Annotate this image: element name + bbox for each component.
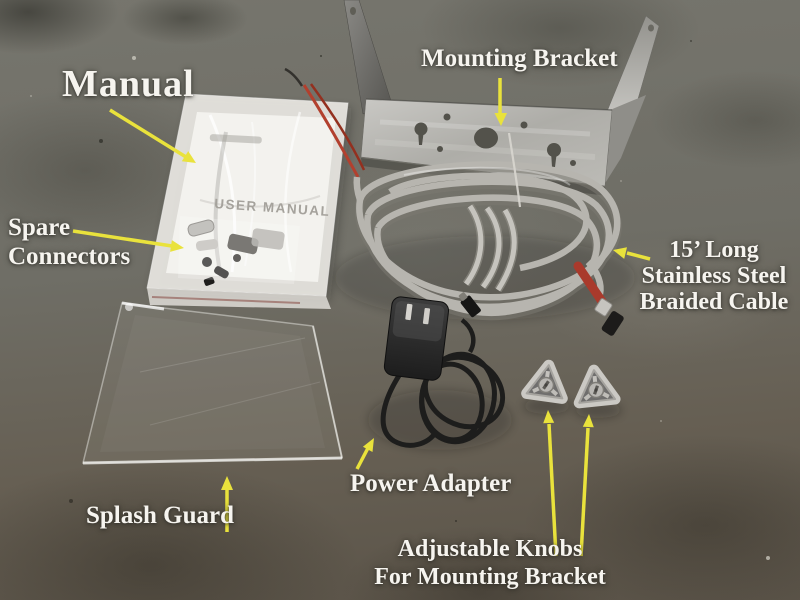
knob-left bbox=[527, 363, 567, 399]
manual-label: Manual bbox=[62, 63, 195, 105]
knob-right bbox=[576, 368, 615, 403]
manual-bag: USER MANUAL bbox=[146, 93, 352, 309]
manual-brand-smudge bbox=[209, 134, 262, 144]
adapter-barrel-plug bbox=[458, 292, 481, 318]
mounting-bracket-arrow bbox=[494, 78, 507, 126]
adapter-prong bbox=[405, 303, 413, 321]
cable-label: 15’ Long Stainless Steel Braided Cable bbox=[632, 237, 796, 315]
adjustable-knobs bbox=[523, 363, 622, 418]
manual-arrow bbox=[109, 108, 196, 163]
cable-arrow bbox=[613, 247, 651, 261]
wire-red-2 bbox=[309, 83, 366, 171]
cable-label-line1: 15’ Long bbox=[669, 237, 759, 263]
power-adapter-label: Power Adapter bbox=[350, 470, 512, 497]
spare-connectors-parts bbox=[178, 216, 300, 286]
connector-metal-nut bbox=[594, 298, 613, 317]
splash-guard bbox=[82, 301, 343, 465]
splash-guard-label: Splash Guard bbox=[86, 502, 234, 529]
wire-black-tip bbox=[284, 67, 304, 87]
splash-guard-arrow bbox=[221, 476, 233, 532]
knob-arrow-right bbox=[579, 414, 594, 557]
adjustable-knobs-label-line2: For Mounting Bracket bbox=[374, 564, 606, 590]
white-wire bbox=[507, 132, 522, 208]
connector-black-tip bbox=[601, 311, 624, 336]
knob-arrow-left bbox=[543, 410, 558, 557]
spare-connectors-label-line2: Connectors bbox=[8, 243, 131, 270]
spare-connectors-label-line1: Spare bbox=[8, 214, 71, 241]
spare-connectors-label: Spare Connectors bbox=[8, 213, 130, 271]
adapter-prong bbox=[422, 307, 431, 325]
spare-connectors-arrow bbox=[72, 229, 184, 252]
cable-label-line2: Stainless Steel bbox=[641, 263, 787, 289]
connector-red-sleeve bbox=[573, 261, 608, 308]
power-adapter-arrow bbox=[355, 438, 374, 470]
cable-label-line3: Braided Cable bbox=[639, 289, 789, 315]
adjustable-knobs-label: Adjustable Knobs For Mounting Bracket bbox=[362, 535, 618, 591]
adapter-body bbox=[383, 296, 450, 381]
power-adapter bbox=[368, 292, 512, 450]
bracket-holes bbox=[414, 113, 576, 167]
mounting-bracket-label: Mounting Bracket bbox=[421, 45, 618, 72]
adjustable-knobs-label-line1: Adjustable Knobs bbox=[397, 536, 583, 562]
annotation-arrows bbox=[72, 78, 651, 557]
wire-red bbox=[302, 84, 360, 178]
